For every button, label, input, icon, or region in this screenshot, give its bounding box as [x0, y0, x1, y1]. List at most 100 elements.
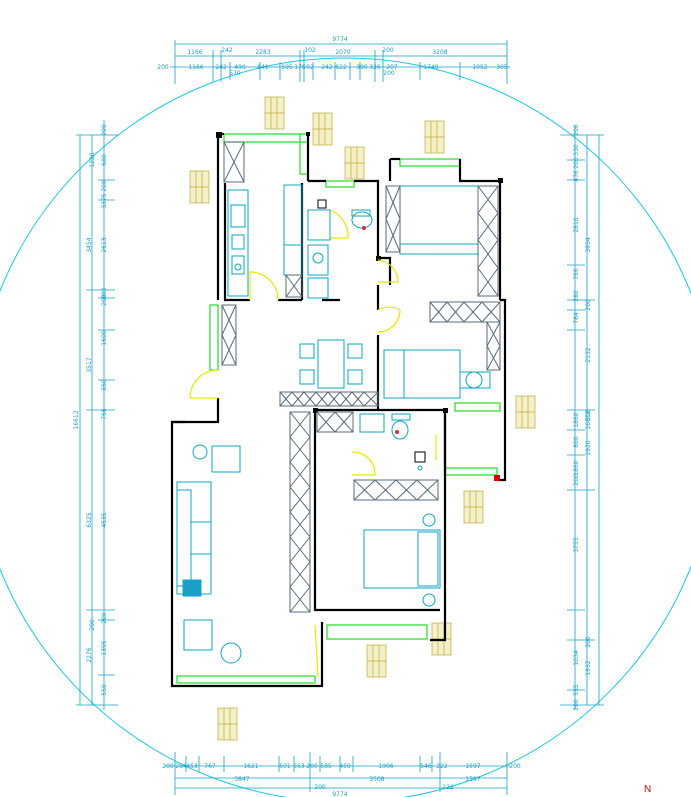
- dim-right-r2: 1860: [573, 460, 580, 475]
- dim-right-r2: 200: [585, 299, 592, 311]
- dim-bottom-extra: 222: [442, 784, 454, 791]
- kitchen-counter: [227, 189, 249, 297]
- dim-top-r2: 242: [321, 64, 333, 71]
- dim-left-r1: 6325: [86, 512, 93, 527]
- bedroom2-wardrobe-top: [429, 301, 501, 371]
- dim-bottom-r1: 200: [509, 763, 521, 770]
- dim-top-r1: 1166: [187, 49, 202, 56]
- tall-cabinet-column: [289, 411, 311, 613]
- dim-right-r2: 766: [573, 268, 580, 280]
- dim-left-r2: 766: [101, 408, 108, 420]
- dim-right-r2: 200: [573, 124, 580, 136]
- dim-right-r2: 200: [585, 409, 592, 421]
- dim-top-r2: 242: [215, 64, 227, 71]
- dim-bottom-r1: 453: [186, 763, 198, 770]
- bedroom3-bed: [363, 529, 441, 589]
- dim-top-r1: 200: [382, 47, 394, 54]
- dim-left-r2: 680: [101, 154, 108, 166]
- dim-left-r2: 1220: [89, 152, 96, 167]
- dim-top-r2: 1052: [472, 64, 487, 71]
- dim-left-extra: 200: [89, 619, 96, 631]
- dim-right-r2: 2810: [573, 217, 580, 232]
- dim-right-extra: 200: [573, 699, 580, 711]
- dim-right-r2: 530: [573, 144, 580, 156]
- dim-left-r2: 1600: [101, 330, 108, 345]
- dim-right-r2: 555: [573, 684, 580, 696]
- dim-top-r1: 242: [221, 47, 233, 54]
- dim-top-r1: 2070: [335, 49, 350, 56]
- dim-bottom-r1: 222: [436, 763, 448, 770]
- dimension-top: [170, 40, 510, 84]
- dim-bottom-r1: 553: [293, 763, 305, 770]
- dim-top-r2: 1166: [188, 64, 203, 71]
- dim-right-r2: 784: [573, 312, 580, 324]
- dim-top-r2: 305: [496, 64, 508, 71]
- dim-bottom-r1: 200: [162, 763, 174, 770]
- bedroom3-wardrobe: [353, 479, 439, 501]
- dim-right-r2: 1860: [573, 412, 580, 427]
- dim-left-r1: 3454: [86, 237, 93, 252]
- bedroom1-wardrobe-right: [477, 185, 499, 297]
- dim-top-r2: 207: [386, 64, 398, 71]
- door-swings: [189, 209, 437, 677]
- dim-left-r2: 280: [101, 287, 108, 299]
- dim-top-extra: 570: [229, 70, 241, 77]
- dim-top-r2: 595: [281, 64, 293, 71]
- dim-left-r2: 200: [101, 124, 108, 136]
- dimension-right: [560, 125, 604, 710]
- dim-right-r1: 2132: [585, 347, 592, 362]
- top-left-cabinet: [223, 141, 245, 183]
- dim-top-extra: 200: [383, 70, 395, 77]
- dim-bottom-r1: 284: [175, 763, 187, 770]
- dim-bottom-r1: 585: [320, 763, 332, 770]
- dim-top-r1: 2283: [255, 49, 270, 56]
- dim-right-r2: 800: [573, 436, 580, 448]
- dim-left-r2: 2613: [101, 237, 108, 252]
- walls: [170, 132, 507, 688]
- dimension-bottom: [165, 752, 510, 795]
- dim-bottom-r1: 1597: [465, 763, 480, 770]
- dim-left-r1: 2276: [86, 647, 93, 662]
- dim-bottom-r1: 1906: [378, 763, 393, 770]
- dim-right-r1: 3755: [573, 537, 580, 552]
- dim-left-r2: 4535: [101, 512, 108, 527]
- dim-left-r2: 1395: [101, 640, 108, 655]
- dim-left-r2: 200: [101, 180, 108, 192]
- compass-circle: [0, 57, 691, 797]
- dim-left-r1: 3517: [86, 357, 93, 372]
- dim-right-total: 16612: [585, 410, 592, 429]
- dim-right-r1: 1920: [585, 440, 592, 455]
- dim-right-r2: 200: [585, 636, 592, 648]
- dim-right-r1: 3954: [585, 237, 592, 252]
- dim-top-total: 9774: [332, 36, 347, 43]
- dim-bottom-r2: 3847: [234, 776, 249, 783]
- dim-left-r2: 3375: [101, 193, 108, 208]
- furniture: [176, 141, 501, 664]
- dim-left-r2: 550: [101, 684, 108, 696]
- dim-top-r1: 102: [304, 47, 316, 54]
- dim-top-r2: 200: [157, 64, 169, 71]
- dining-table: [317, 339, 345, 389]
- dim-top-r2: 176: [294, 64, 306, 71]
- dim-bottom-r1: 546: [420, 763, 432, 770]
- dim-top-r2: 622: [335, 64, 347, 71]
- dim-bottom-r2: 1597: [465, 776, 480, 783]
- dim-right-r2: 476: [573, 170, 580, 182]
- north-label: N: [644, 784, 651, 795]
- dim-top-r2: 1749: [423, 64, 438, 71]
- red-marker: [494, 475, 500, 481]
- dim-bottom-r1: 501: [279, 763, 291, 770]
- dim-bottom-r1: 767: [204, 763, 216, 770]
- dimension-left: [76, 120, 118, 710]
- dim-bottom-extra: 200: [314, 784, 326, 791]
- dim-right-r1: 1932: [585, 660, 592, 675]
- dim-left-r2: 200: [101, 612, 108, 624]
- dim-right-r2: 200: [573, 474, 580, 486]
- dim-right-r2: 200: [573, 157, 580, 169]
- dim-bottom-total: 9774: [332, 791, 347, 797]
- dim-right-r2: 280: [573, 290, 580, 302]
- dim-top-r1: 3208: [432, 49, 447, 56]
- dim-right-r2: 1034: [573, 650, 580, 665]
- dim-left-r2: 200: [101, 294, 108, 306]
